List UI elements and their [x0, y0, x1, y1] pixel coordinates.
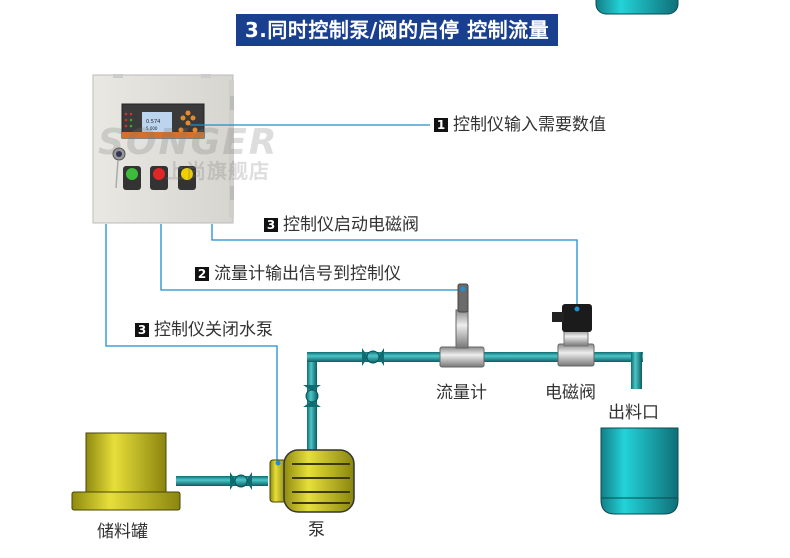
signal-line-3-valve	[211, 224, 578, 305]
solenoid-valve	[552, 304, 595, 367]
annotation-2: 2 流量计输出信号到控制仪	[195, 264, 401, 284]
controller-box: 0.574 5.000	[92, 74, 234, 224]
pump	[269, 449, 355, 513]
step-badge: 2	[195, 267, 209, 281]
inline-valve-vertical	[303, 385, 321, 407]
watermark-store: 上尚旗舰店	[165, 159, 270, 183]
page-title: 3.同时控制泵/阀的启停 控制流量	[236, 14, 558, 46]
outlet-tank	[600, 427, 679, 515]
signal-line-3-pump	[105, 224, 278, 463]
annotation-text: 流量计输出信号到控制仪	[214, 264, 401, 284]
outlet-tank-top-partial	[595, 0, 679, 15]
inline-valve-top	[362, 348, 384, 366]
label-outlet: 出料口	[608, 403, 659, 423]
watermark-brand: SONGER	[98, 122, 279, 163]
inline-valve-horizontal	[230, 472, 252, 490]
label-solenoid-valve: 电磁阀	[545, 383, 596, 403]
flowmeter	[439, 283, 485, 368]
controller-display-value: 0.574	[146, 119, 160, 125]
annotation-text: 控制仪输入需要数值	[453, 115, 606, 135]
label-storage-tank: 储料罐	[97, 522, 148, 542]
storage-tank	[71, 432, 181, 511]
pipes	[176, 348, 643, 490]
annotation-1: 1 控制仪输入需要数值	[434, 115, 606, 135]
annotation-text: 控制仪关闭水泵	[154, 320, 273, 340]
step-badge: 1	[434, 118, 448, 132]
label-flowmeter: 流量计	[436, 383, 487, 403]
controller-display-total: 5.000	[146, 126, 158, 131]
annotation-3-valve: 3 控制仪启动电磁阀	[264, 215, 419, 235]
step-badge: 3	[135, 323, 149, 337]
label-pump: 泵	[308, 520, 325, 540]
annotation-3-pump: 3 控制仪关闭水泵	[135, 320, 273, 340]
step-badge: 3	[264, 218, 278, 232]
annotation-text: 控制仪启动电磁阀	[283, 215, 419, 235]
